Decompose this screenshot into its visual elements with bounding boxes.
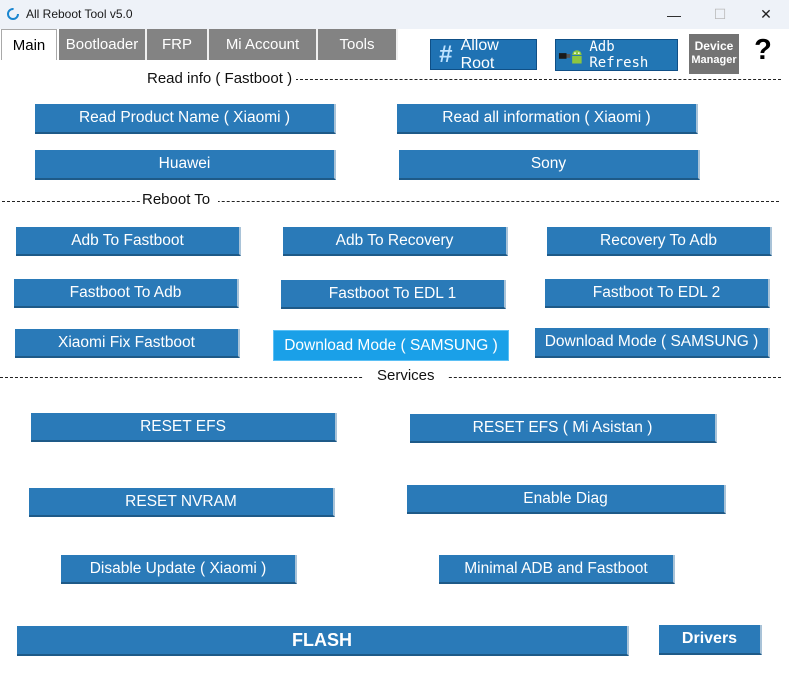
tab-mi-account[interactable]: Mi Account xyxy=(209,29,318,60)
help-icon[interactable]: ? xyxy=(754,34,772,66)
adb-to-recovery-button[interactable]: Adb To Recovery xyxy=(283,227,508,256)
download-mode-samsung-button-1[interactable]: Download Mode ( SAMSUNG ) xyxy=(273,330,509,361)
reboot-to-separator xyxy=(2,201,779,202)
reboot-to-heading: Reboot To xyxy=(140,191,219,208)
fastboot-to-edl-2-button[interactable]: Fastboot To EDL 2 xyxy=(545,279,770,308)
tab-bootloader[interactable]: Bootloader xyxy=(59,29,147,60)
sony-button[interactable]: Sony xyxy=(399,150,700,180)
device-manager-button[interactable]: Device Manager xyxy=(689,34,739,74)
huawei-button[interactable]: Huawei xyxy=(35,150,336,180)
drivers-button[interactable]: Drivers xyxy=(659,625,762,655)
tab-frp[interactable]: FRP xyxy=(147,29,209,60)
allow-root-button[interactable]: # Allow Root xyxy=(430,36,537,72)
fastboot-to-adb-button[interactable]: Fastboot To Adb xyxy=(14,279,239,308)
android-usb-icon xyxy=(558,50,582,64)
xiaomi-fix-fastboot-button[interactable]: Xiaomi Fix Fastboot xyxy=(15,329,240,358)
tab-main[interactable]: Main xyxy=(1,29,57,60)
adb-to-fastboot-button[interactable]: Adb To Fastboot xyxy=(16,227,241,256)
fastboot-to-edl-1-button[interactable]: Fastboot To EDL 1 xyxy=(281,280,506,309)
close-button[interactable]: ✕ xyxy=(760,6,772,22)
maximize-button: ☐ xyxy=(713,6,727,22)
disable-update-xiaomi-button[interactable]: Disable Update ( Xiaomi ) xyxy=(61,555,297,584)
tab-tools[interactable]: Tools xyxy=(318,29,398,60)
title-bar xyxy=(0,0,789,29)
reset-efs-mi-asistan-button[interactable]: RESET EFS ( Mi Asistan ) xyxy=(410,414,717,443)
services-heading: Services xyxy=(364,367,448,384)
download-mode-samsung-button-2[interactable]: Download Mode ( SAMSUNG ) xyxy=(535,328,770,358)
read-all-info-button[interactable]: Read all information ( Xiaomi ) xyxy=(397,104,698,134)
read-info-heading: Read info ( Fastboot ) xyxy=(143,70,297,87)
adb-refresh-button[interactable]: Adb Refresh xyxy=(555,39,678,71)
reset-efs-button[interactable]: RESET EFS xyxy=(31,413,337,442)
allow-root-label: Allow Root xyxy=(460,36,499,72)
minimal-adb-fastboot-button[interactable]: Minimal ADB and Fastboot xyxy=(439,555,675,584)
reset-nvram-button[interactable]: RESET NVRAM xyxy=(29,488,335,517)
enable-diag-button[interactable]: Enable Diag xyxy=(407,485,726,514)
device-manager-line-1: Device xyxy=(694,39,734,53)
adb-refresh-label: Adb Refresh xyxy=(589,39,649,71)
recovery-to-adb-button[interactable]: Recovery To Adb xyxy=(547,227,772,256)
minimize-button[interactable]: — xyxy=(667,6,681,23)
window-title: All Reboot Tool v5.0 xyxy=(26,7,133,21)
app-icon xyxy=(7,8,19,20)
device-manager-line-2: Manager xyxy=(691,54,737,66)
read-info-separator xyxy=(295,79,781,80)
read-product-name-button[interactable]: Read Product Name ( Xiaomi ) xyxy=(35,104,336,134)
flash-button[interactable]: FLASH xyxy=(17,626,629,656)
hash-icon: # xyxy=(439,40,453,68)
